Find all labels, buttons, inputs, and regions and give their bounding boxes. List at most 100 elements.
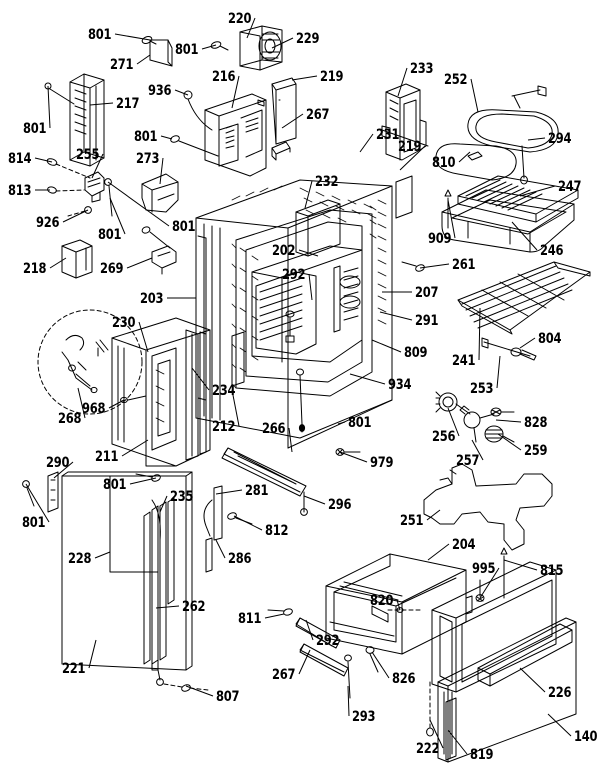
- callout-number-247: 247: [558, 177, 582, 195]
- callout-number-241: 241: [452, 351, 476, 369]
- fastener-296: [300, 491, 308, 516]
- callout-number-801: 801: [98, 225, 122, 243]
- part-271-bracket: [149, 39, 173, 67]
- part-235-liner-strips: [143, 497, 175, 665]
- callout-number-140: 140: [574, 727, 598, 745]
- callout-number-294: 294: [548, 129, 572, 147]
- fastener-293: [344, 654, 352, 699]
- fastener-807: [156, 669, 209, 692]
- callout-number-231: 231: [376, 125, 400, 143]
- callout-number-812: 812: [265, 521, 289, 539]
- callout-number-273: 273: [136, 149, 160, 167]
- callout-number-813: 813: [8, 181, 32, 199]
- callout-number-268: 268: [58, 409, 82, 427]
- part-207-element-coils: [339, 267, 361, 321]
- callout-number-203: 203: [140, 289, 164, 307]
- part-809-bulb: [285, 310, 295, 343]
- callout-number-216: 216: [212, 67, 236, 85]
- callout-number-229: 229: [296, 29, 320, 47]
- callout-number-281: 281: [245, 481, 269, 499]
- fastener-812: [227, 512, 253, 525]
- callout-number-246: 246: [540, 241, 564, 259]
- callout-number-296: 296: [328, 495, 352, 513]
- fastener-813: [47, 186, 85, 194]
- callout-number-267: 267: [306, 105, 330, 123]
- callout-number-801: 801: [103, 475, 127, 493]
- callout-number-815: 815: [540, 561, 564, 579]
- callout-number-233: 233: [410, 59, 434, 77]
- part-934-detail: [296, 368, 304, 425]
- part-241-oven-rack: [457, 261, 591, 335]
- callout-number-221: 221: [62, 659, 86, 677]
- part-234-seal: [199, 331, 207, 455]
- part-216-control-frame: [204, 93, 267, 177]
- callout-number-801: 801: [22, 513, 46, 531]
- part-262-seal: [151, 571, 159, 671]
- part-267-rail-right: [299, 643, 349, 677]
- callout-number-826: 826: [392, 669, 416, 687]
- callout-number-293: 293: [352, 707, 376, 725]
- callout-number-252: 252: [444, 70, 468, 88]
- callout-number-292: 292: [282, 265, 306, 283]
- fastener-826: [365, 646, 379, 673]
- part-232-baffle: [295, 199, 341, 257]
- detail-circle-268: [37, 309, 143, 415]
- part-290-hinge: [47, 471, 59, 513]
- part-219-panel-lower: [395, 175, 413, 219]
- callout-number-807: 807: [216, 687, 240, 705]
- callout-number-218: 218: [23, 259, 47, 277]
- fastener-979: [335, 448, 361, 456]
- part-247-broiler-insert: [457, 175, 579, 223]
- fastener-294: [520, 145, 528, 185]
- callout-number-235: 235: [170, 487, 194, 505]
- callout-number-286: 286: [228, 549, 252, 567]
- callout-number-801: 801: [348, 413, 372, 431]
- callout-number-828: 828: [524, 413, 548, 431]
- callout-number-261: 261: [452, 255, 476, 273]
- callout-number-820: 820: [370, 591, 394, 609]
- part-257-valve: [459, 405, 495, 443]
- callout-number-256: 256: [432, 427, 456, 445]
- part-269-clip: [151, 245, 177, 275]
- callout-number-259: 259: [524, 441, 548, 459]
- callout-number-228: 228: [68, 549, 92, 567]
- part-256-knob: [435, 391, 471, 415]
- callout-number-234: 234: [212, 381, 236, 399]
- part-267-clip-top: [271, 141, 291, 161]
- fastener-811: [267, 608, 293, 616]
- fastener-801-d: [170, 135, 219, 157]
- callout-number-220: 220: [228, 9, 252, 27]
- part-252-bake-element: [467, 85, 559, 153]
- callout-number-290: 290: [46, 453, 70, 471]
- part-204-drawer-box: [325, 553, 473, 655]
- callout-number-212: 212: [212, 417, 236, 435]
- fastener-815: [500, 547, 508, 599]
- part-810-element-lower: [381, 125, 517, 181]
- callout-number-211: 211: [95, 447, 119, 465]
- callout-number-801: 801: [88, 25, 112, 43]
- fastener-801-h: [135, 473, 161, 482]
- callout-number-801: 801: [23, 119, 47, 137]
- callout-number-217: 217: [116, 94, 140, 112]
- callout-number-251: 251: [400, 511, 424, 529]
- part-251-gas-tube: [423, 463, 553, 551]
- part-253-probe: [481, 337, 537, 361]
- part-219-panel-upper: [271, 77, 297, 145]
- part-255-latch: [84, 171, 105, 203]
- callout-number-253: 253: [470, 379, 494, 397]
- part-218-bracket: [61, 239, 93, 279]
- fastener-801-e: [104, 178, 113, 217]
- fastener-995: [475, 579, 485, 602]
- fastener-819-screw: [426, 681, 434, 737]
- callout-number-801: 801: [134, 127, 158, 145]
- part-273-scoop: [141, 173, 179, 213]
- callout-number-207: 207: [415, 283, 439, 301]
- callout-number-810: 810: [432, 153, 456, 171]
- callout-number-814: 814: [8, 149, 32, 167]
- part-259-spring: [484, 425, 515, 443]
- callout-number-936: 936: [148, 81, 172, 99]
- callout-number-804: 804: [538, 329, 562, 347]
- callout-number-909: 909: [428, 229, 452, 247]
- callout-number-219: 219: [398, 137, 422, 155]
